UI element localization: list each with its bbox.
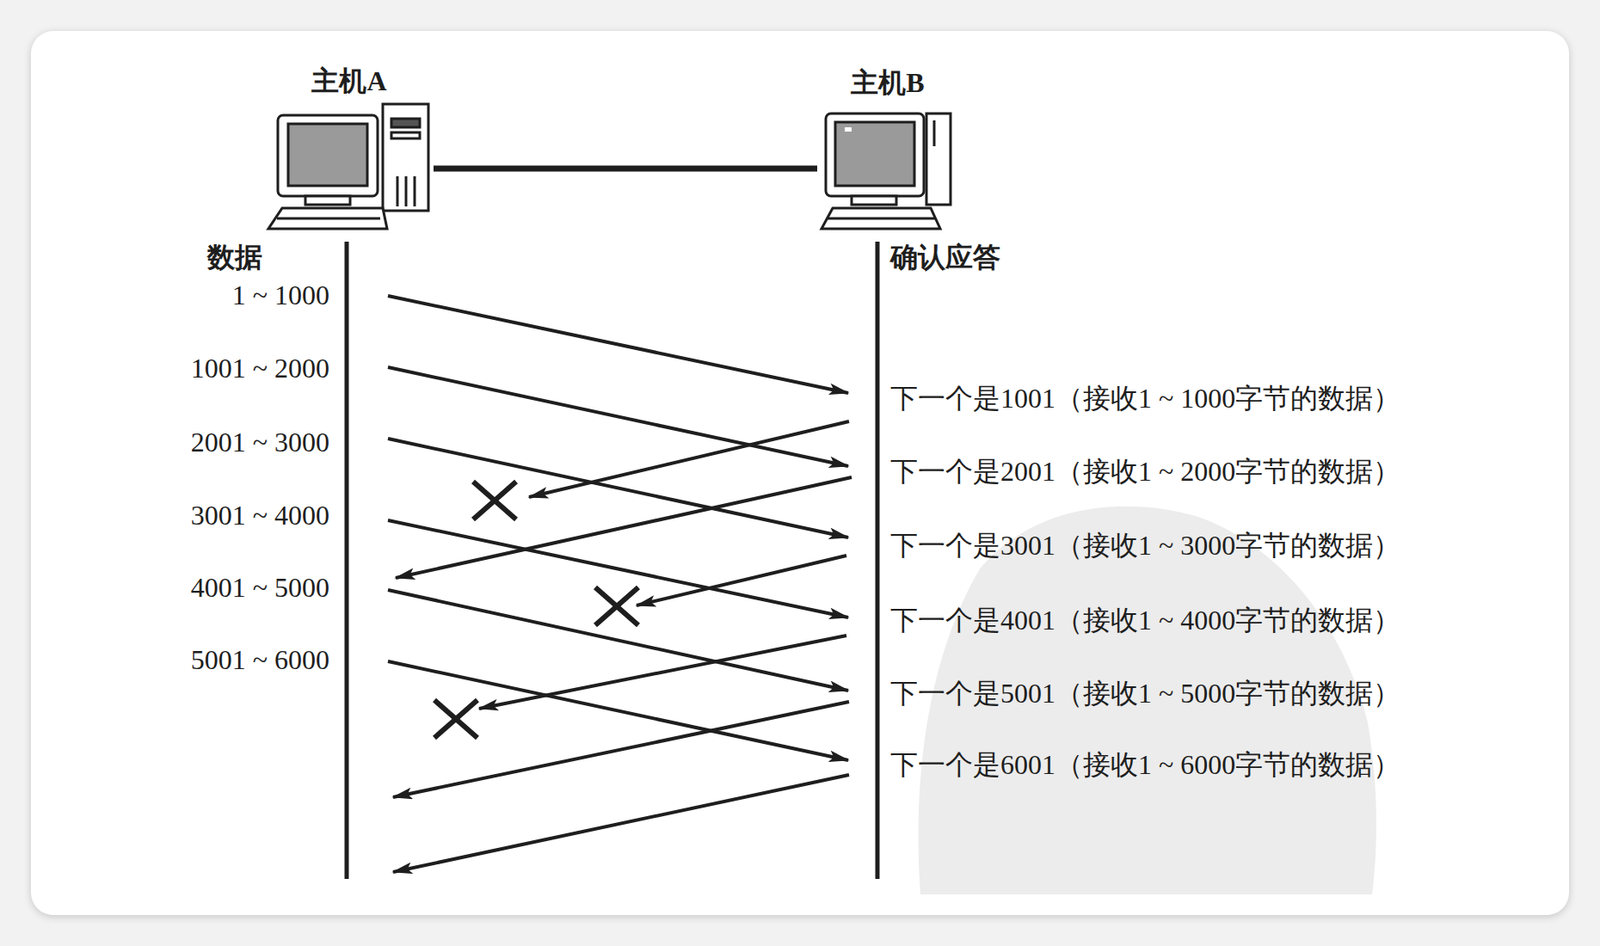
host-label: 主机A	[311, 65, 387, 98]
ack-text: 下一个是2001（接收1 ~ 2000字节的数据）	[890, 455, 1401, 488]
computer-b	[821, 113, 951, 229]
ack-text: 下一个是4001（接收1 ~ 4000字节的数据）	[890, 604, 1401, 637]
computer-a	[268, 104, 429, 229]
ack-arrows	[393, 421, 852, 873]
column-heading: 确认应答	[890, 241, 1001, 274]
ack-text: 下一个是3001（接收1 ~ 3000字节的数据）	[890, 529, 1401, 562]
column-heading: 数据	[207, 241, 263, 274]
host-label: 主机B	[850, 67, 924, 99]
timeline-a	[344, 241, 350, 880]
host-computer: 主机A	[264, 65, 434, 233]
ack-text: 下一个是1001（接收1 ~ 1000字节的数据）	[890, 382, 1401, 415]
segment-range: 5001 ~ 6000	[190, 644, 330, 677]
ack-text: 下一个是5001（接收1 ~ 5000字节的数据）	[890, 677, 1401, 710]
timeline-b	[875, 241, 880, 880]
segment-range: 3001 ~ 4000	[190, 499, 330, 532]
host-computer: 主机B	[817, 67, 959, 233]
segment-range: 1 ~ 1000	[232, 279, 330, 312]
segment-range: 4001 ~ 5000	[190, 572, 330, 604]
network-cable	[433, 166, 818, 173]
segment-range: 1001 ~ 2000	[190, 352, 330, 385]
loss-mark	[434, 481, 639, 739]
segment-range: 2001 ~ 3000	[190, 426, 330, 459]
ack-text: 下一个是6001（接收1 ~ 6000字节的数据）	[890, 749, 1401, 782]
